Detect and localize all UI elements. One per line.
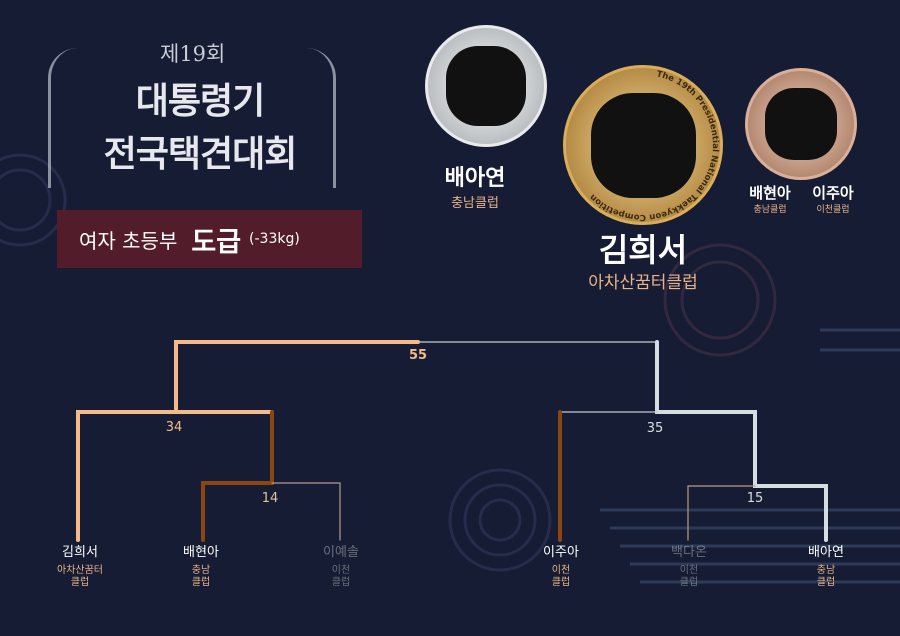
bronze-club-1: 충남클럽 [753,205,787,215]
quarter-right-line [687,485,756,541]
silver-club: 충남클럽 [451,196,499,211]
player-entry: 배현아 충남 클럽 [183,541,241,589]
bronze-club-2: 이천클럽 [816,205,850,215]
player-entry: 이예솔 이천 클럽 [323,541,381,589]
gold-club: 아차산꿈터클럽 [588,273,698,293]
player-name: 백다온 [671,545,707,560]
mask-emblem-icon [765,88,837,160]
mask-emblem-icon [590,92,696,198]
division-label: 여자 초등부 [79,228,178,253]
player-club: 이천 [331,565,351,576]
player-club: 이천 [679,565,699,576]
quarter-right-score: 15 [746,491,764,506]
phoenix-ornament-left [48,48,78,188]
title-line2: 전국택견대회 [103,134,298,175]
player-entry: 이주아 이천 클럽 [543,541,601,589]
player-club: 충남 [191,565,211,576]
bronze-name-2: 이주아 [812,184,854,202]
player-club: 클럽 [816,577,836,588]
player-name: 이예솔 [323,545,359,560]
category-banner: 여자 초등부 도급 (-33kg) [57,210,362,268]
bronze-medal [745,68,857,180]
bronze-name-1: 배현아 [749,184,791,202]
weight-label: (-33kg) [249,231,300,247]
player-club: 클럽 [191,577,211,588]
grade-label: 도급 [191,226,242,258]
semi-left-score: 34 [165,420,183,435]
phoenix-ornament-right [306,48,336,188]
silver-medal [425,25,547,147]
player-club: 이천 [551,565,571,576]
title-line1: 대통령기 [135,81,265,122]
bronze-left-path [201,410,274,542]
player-name: 배아연 [808,545,844,560]
final-line-right [417,341,658,413]
player-club: 충남 [816,565,836,576]
medal-inscription-ring: The 19th Presidential National Taekkyeon… [588,69,720,222]
silver-name: 배아연 [444,166,506,191]
player-club: 클럽 [70,577,90,588]
quarter-left-score: 14 [261,491,279,506]
semi-right-score: 35 [646,421,664,436]
player-entry: 백다온 이천 클럽 [671,541,729,589]
player-name: 이주아 [543,545,579,560]
player-club: 클럽 [551,577,571,588]
edition-label: 제19회 [160,42,226,66]
quarter-left-line [271,482,341,541]
gold-medal [563,65,723,225]
player-name: 김희서 [62,545,98,560]
player-club: 클럽 [679,577,699,588]
winner-path [76,340,420,542]
player-name: 배현아 [183,545,219,560]
silver-path [655,340,828,542]
mask-emblem-icon [446,46,526,126]
player-club: 아차산꿈터 [57,565,103,576]
player-entry: 김희서 아차산꿈터 클럽 [57,541,120,589]
player-club: 클럽 [331,577,351,588]
player-entry: 배아연 충남 클럽 [808,541,866,589]
final-score: 55 [408,348,428,363]
gold-name: 김희서 [598,231,688,269]
